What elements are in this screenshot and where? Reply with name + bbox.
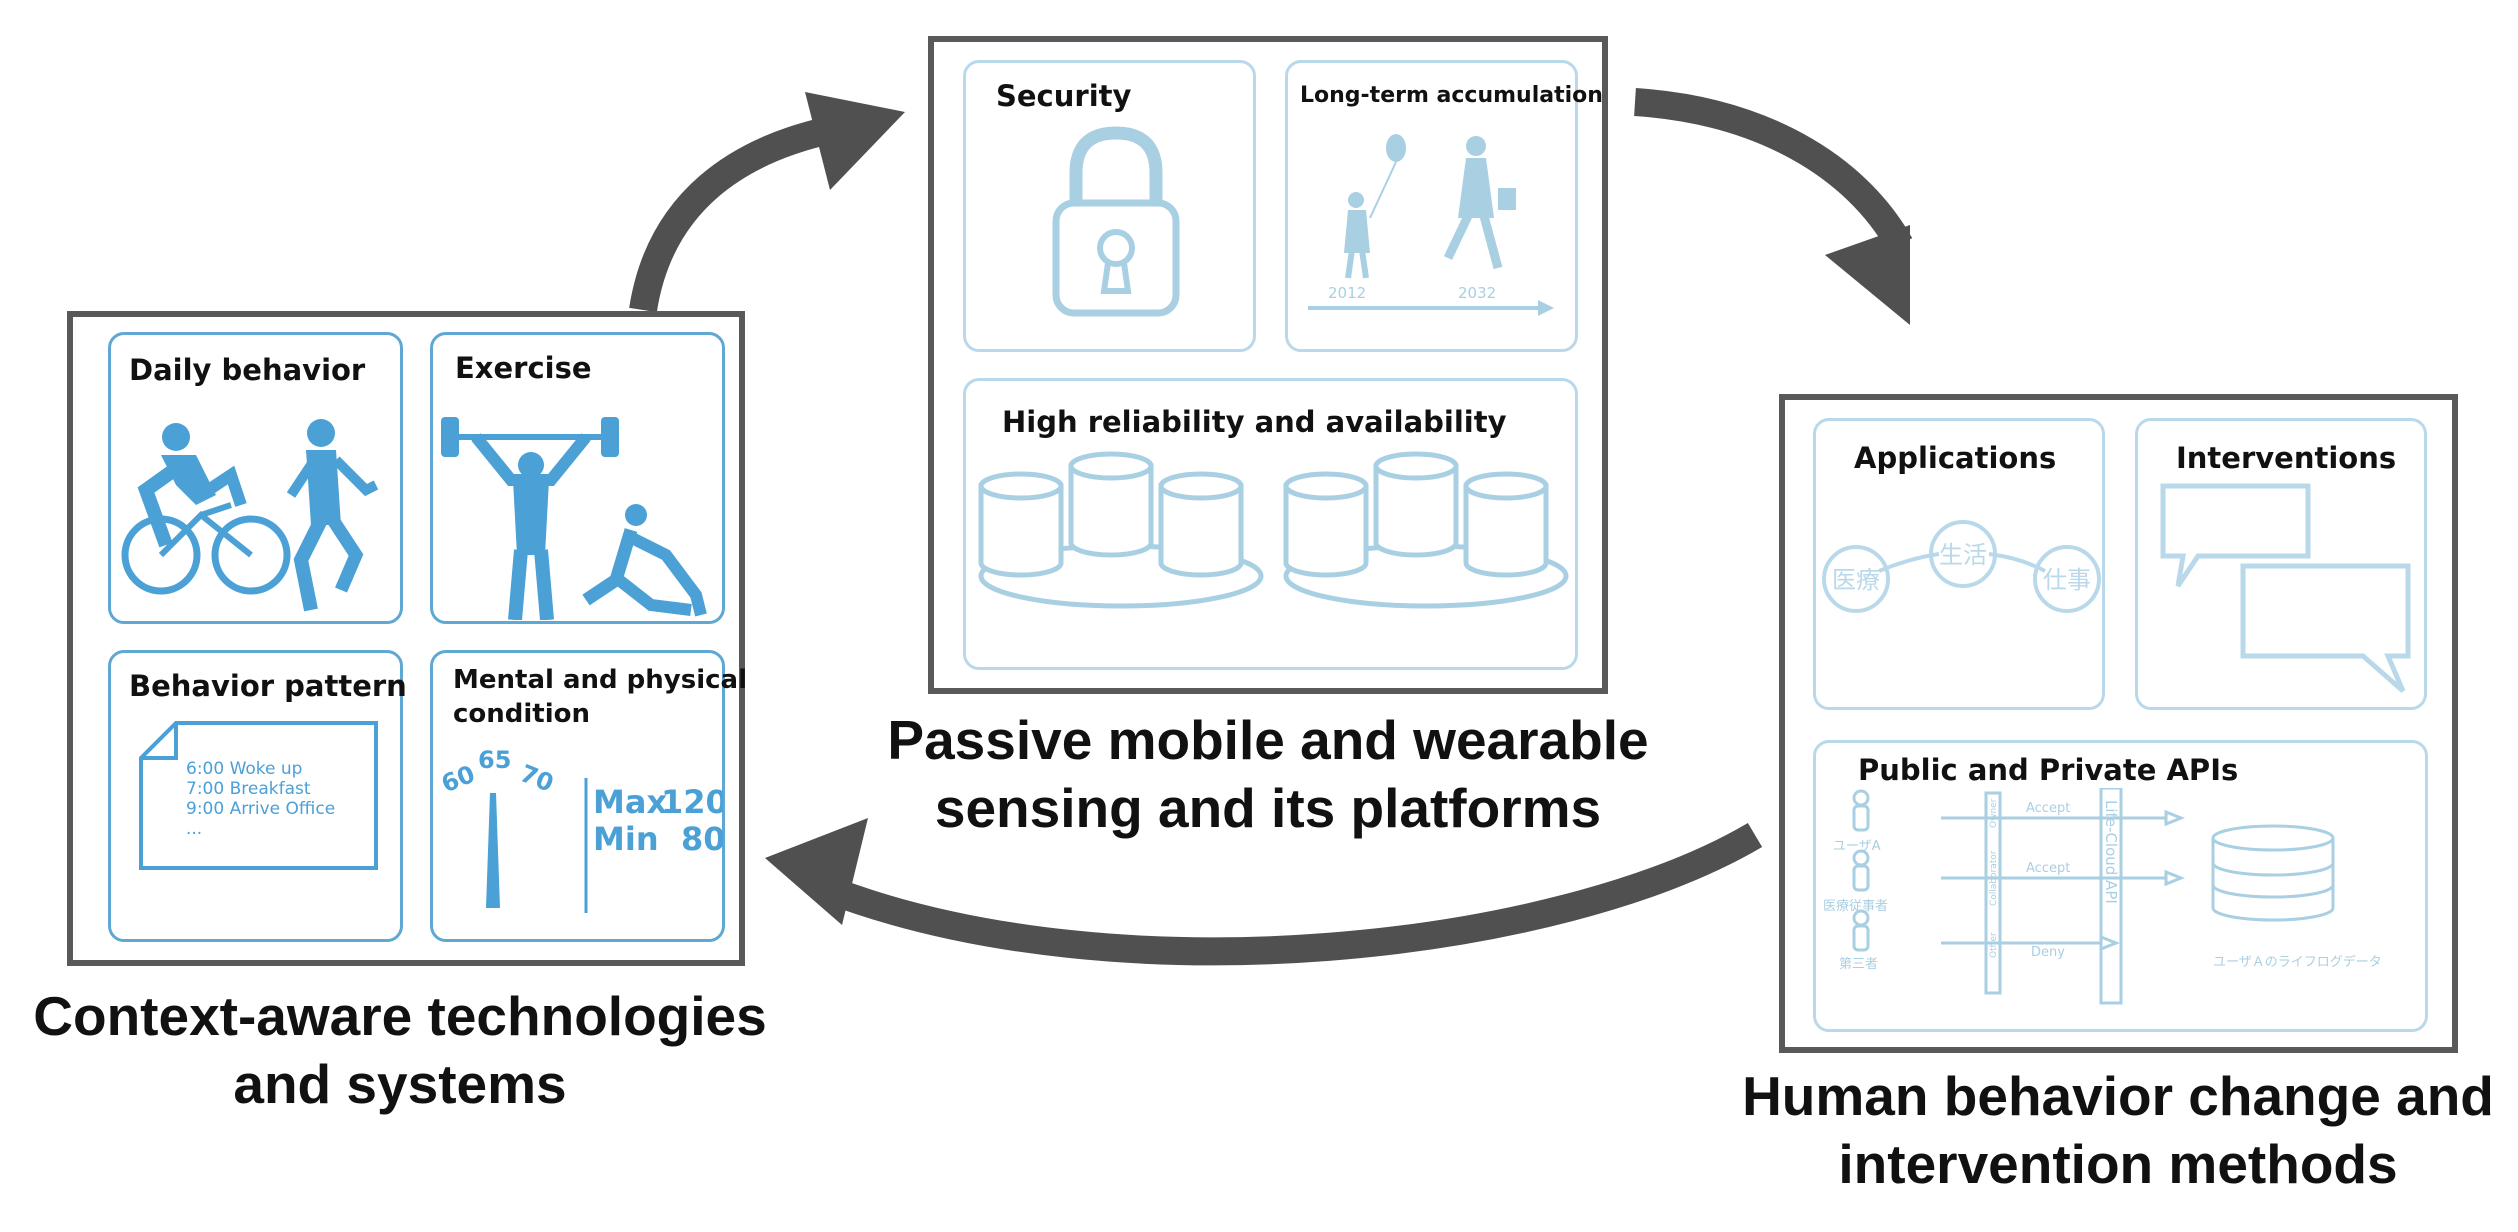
gauge-tick-65: 65 (478, 746, 511, 774)
speech-bubbles-icon (2160, 483, 2411, 693)
arrowhead-left (765, 818, 868, 925)
behavior-change-caption-line-1: Human behavior change and (1742, 1065, 2494, 1127)
api-access-diagram: ユーザA 医療従事者 第三者 Owner Collaborator Other … (1823, 788, 2382, 1005)
apis-title: Public and Private APIs (1858, 753, 2239, 787)
behavior-change-caption-line-2: intervention methods (1838, 1133, 2398, 1195)
behavior-pattern-title: Behavior pattern (129, 669, 407, 703)
api-result-2: Accept (2026, 861, 2070, 876)
bp-min-label: Min (593, 820, 659, 858)
mental-physical-panel: Mental and physical condition 60 65 70 M… (430, 650, 747, 942)
daily-behavior-panel: Daily behavior (108, 332, 403, 624)
year-end-label: 2032 (1458, 284, 1496, 302)
sensing-caption-line-2: sensing and its platforms (934, 777, 1602, 839)
exercise-title: Exercise (455, 351, 592, 385)
api-actor-third: 第三者 (1839, 957, 1878, 972)
sensing-caption: Passive mobile and wearable sensing and … (858, 706, 1678, 842)
arrow-center-to-right (1634, 88, 1913, 253)
interventions-title: Interventions (2176, 441, 2397, 475)
bp-max-label: Max (593, 783, 667, 821)
behavior-change-caption: Human behavior change and intervention m… (1718, 1062, 2518, 1198)
reliability-title: High reliability and availability (1002, 405, 1507, 439)
app-node-medical: 医療 (1832, 566, 1880, 594)
api-result-3: Deny (2031, 945, 2065, 960)
behavior-pattern-panel: Behavior pattern 6:00 Woke up 7:00 Break… (108, 650, 407, 942)
reliability-panel: High reliability and availability (963, 378, 1578, 670)
schedule-line-4: ... (186, 819, 202, 839)
arrow-right-to-left (825, 822, 1763, 966)
api-result-1: Accept (2026, 801, 2070, 816)
cyclist-runner-icon (121, 419, 379, 612)
security-title: Security (996, 79, 1132, 113)
context-aware-caption: Context-aware technologies and systems (0, 982, 800, 1118)
weightlifter-stretch-icon (441, 417, 707, 620)
gauge-tick-60: 60 (438, 760, 479, 798)
gauge-needle (486, 793, 500, 908)
sensing-caption-line-1: Passive mobile and wearable (887, 709, 1649, 771)
arrow-left-to-center (629, 116, 834, 313)
daily-behavior-title: Daily behavior (129, 353, 366, 387)
long-term-panel: Long-term accumulation 2012 2032 (1285, 60, 1603, 352)
growth-timeline-icon: 2012 2032 (1308, 134, 1554, 316)
lock-icon (1052, 126, 1180, 317)
api-role-owner: Owner (1989, 798, 1999, 828)
gauge-tick-70: 70 (516, 759, 557, 797)
api-actor-medical: 医療従事者 (1823, 899, 1888, 914)
mental-physical-title-2: condition (453, 699, 591, 729)
database-cluster-icon (978, 451, 1569, 609)
app-node-life: 生活 (1939, 541, 1987, 569)
schedule-note-icon: 6:00 Woke up 7:00 Breakfast 9:00 Arrive … (139, 721, 378, 870)
life-domains-icon: 医療 生活 仕事 (1822, 520, 2101, 613)
api-gateway: Life-Cloud API (2102, 800, 2120, 904)
api-database-label: ユーザＡのライフログデータ (2213, 954, 2382, 970)
api-role-collaborator: Collaborator (1989, 850, 1999, 906)
applications-panel: Applications 医療 生活 仕事 (1813, 418, 2105, 710)
applications-title: Applications (1854, 441, 2057, 475)
arrowhead-right (1825, 225, 1910, 325)
arrowhead-up (805, 92, 905, 190)
bp-min-value: 80 (681, 820, 723, 858)
long-term-title: Long-term accumulation (1300, 83, 1603, 108)
interventions-panel: Interventions (2135, 418, 2427, 710)
context-aware-caption-line-2: and systems (233, 1053, 567, 1115)
gauge-and-bp-icon: 60 65 70 Max 120 Min 80 (438, 746, 723, 913)
schedule-line-1: 6:00 Woke up (186, 759, 302, 779)
api-role-other: Other (1989, 932, 1999, 958)
bp-max-value: 120 (661, 783, 723, 821)
schedule-line-3: 9:00 Arrive Office (186, 799, 335, 819)
app-node-work: 仕事 (2043, 566, 2091, 594)
apis-panel: Public and Private APIs ユーザA 医療従事者 第三者 O… (1813, 740, 2428, 1032)
security-panel: Security (963, 60, 1256, 352)
context-aware-caption-line-1: Context-aware technologies (33, 985, 767, 1047)
year-start-label: 2012 (1328, 284, 1366, 302)
mental-physical-title-1: Mental and physical (453, 665, 747, 695)
schedule-line-2: 7:00 Breakfast (186, 779, 311, 799)
api-actor-user: ユーザA (1833, 839, 1881, 854)
exercise-panel: Exercise (430, 332, 725, 624)
